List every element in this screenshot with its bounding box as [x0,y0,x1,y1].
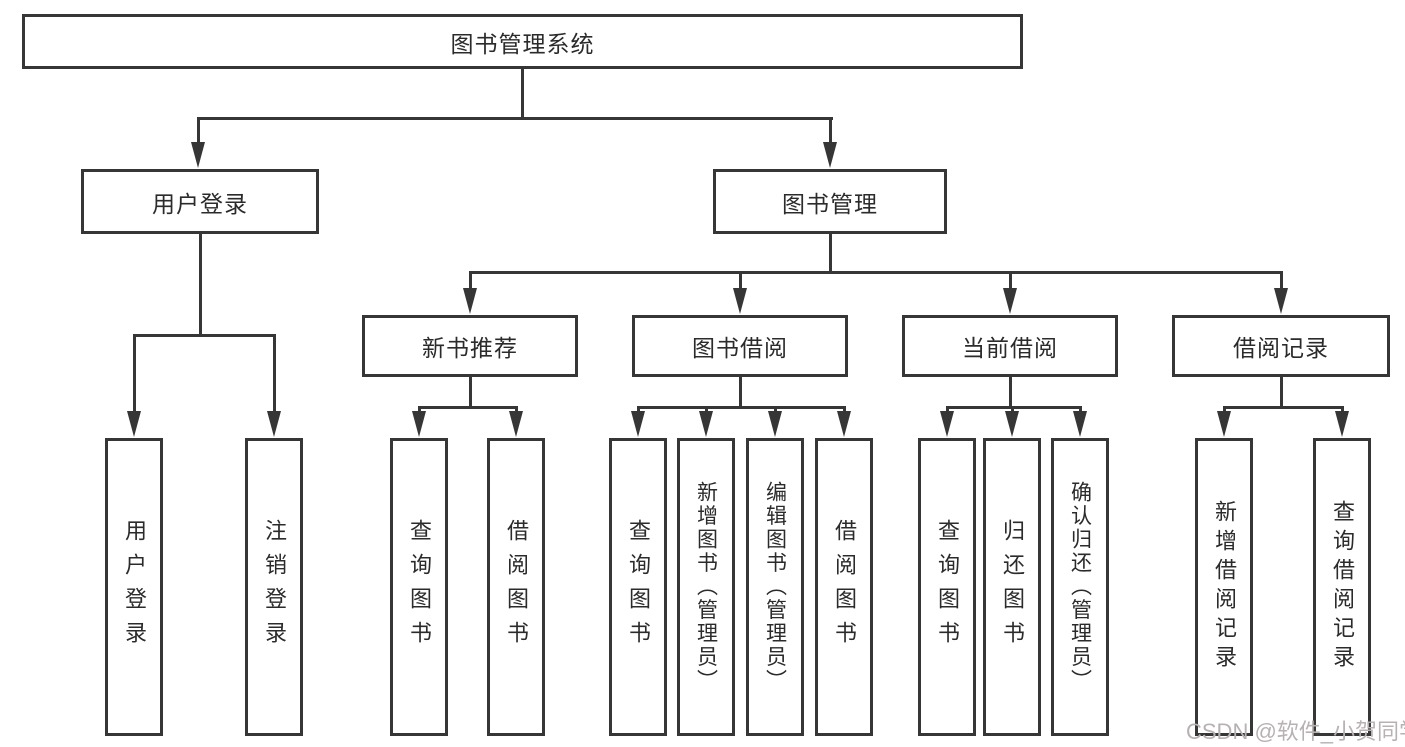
arrowhead-login-leaf [127,411,141,437]
arrowhead-records [1274,288,1288,314]
node-label: 查询图书 [407,518,432,656]
node-new-book-recommend: 新书推荐 [362,315,578,377]
node-leaf-query-borrow-record: 查询借阅记录 [1313,438,1371,736]
node-leaf-borrow-books-recommend: 借阅图书 [487,438,545,736]
arrowhead-leaf [412,411,426,437]
connector-level3-bus [469,271,1283,274]
arrowhead-borrow [733,288,747,314]
connector-current-trunk [1009,377,1012,409]
node-label: 用户登录 [122,518,147,656]
node-label: 查询图书 [626,518,651,656]
node-leaf-add-borrow-record: 新增借阅记录 [1195,438,1253,736]
connector-level2-bus [197,117,833,120]
arrowhead-leaf [768,411,782,437]
connector-drop-records [1280,271,1283,291]
node-label: 新增图书（管理员） [694,481,718,693]
node-label: 借阅图书 [832,518,857,656]
node-leaf-logout: 注销登录 [245,438,303,736]
node-leaf-return-books: 归还图书 [983,438,1041,736]
arrowhead-leaf [1073,411,1087,437]
arrowhead-leaf [1217,411,1231,437]
node-label: 新书推荐 [422,335,518,361]
arrowhead-leaf [509,411,523,437]
node-label: 用户登录 [152,190,248,217]
connector-borrow-trunk [739,377,742,409]
node-label: 确认归还（管理员） [1068,481,1092,693]
node-current-borrow: 当前借阅 [902,315,1118,377]
arrowhead-user-login [191,142,205,168]
node-leaf-query-books-recommend: 查询图书 [390,438,448,736]
node-label: 查询图书 [935,518,960,656]
connector-current-bus [946,406,1082,409]
node-label: 查询借阅记录 [1330,499,1355,675]
arrowhead-leaf [631,411,645,437]
arrowhead-book-mgmt [823,142,837,168]
connector-recommend-trunk [469,377,472,409]
connector-drop-login-leaf [133,334,136,414]
node-label: 注销登录 [262,518,287,656]
node-leaf-query-books-borrow: 查询图书 [609,438,667,736]
node-label: 归还图书 [1000,518,1025,656]
arrowhead-leaf [1335,411,1349,437]
node-user-login: 用户登录 [81,169,319,234]
connector-drop-recommend [469,271,472,291]
connector-recommend-bus [418,406,518,409]
node-label: 借阅记录 [1233,335,1329,361]
connector-user-login-trunk [199,234,202,337]
arrowhead-logout-leaf [267,411,281,437]
node-label: 编辑图书（管理员） [763,481,787,693]
arrowhead-current [1003,288,1017,314]
node-label: 新增借阅记录 [1212,499,1237,675]
connector-drop-user-login [197,117,200,145]
csdn-watermark: CSDN @软件_小贺同学 [1186,719,1405,744]
arrowhead-leaf [1005,411,1019,437]
node-label: 当前借阅 [962,335,1058,361]
arrowhead-leaf [940,411,954,437]
arrowhead-leaf [699,411,713,437]
node-library-management-system: 图书管理系统 [22,14,1023,69]
node-leaf-user-login: 用户登录 [105,438,163,736]
connector-book-mgmt-trunk [829,234,832,274]
connector-records-bus [1223,406,1344,409]
node-leaf-add-book-admin: 新增图书（管理员） [677,438,735,736]
connector-borrow-bus [637,406,846,409]
node-label: 借阅图书 [504,518,529,656]
connector-drop-logout-leaf [273,334,276,414]
connector-user-login-bus [133,334,275,337]
arrowhead-leaf [837,411,851,437]
node-label: 图书借阅 [692,335,788,361]
node-leaf-borrow-books: 借阅图书 [815,438,873,736]
node-leaf-confirm-return-admin: 确认归还（管理员） [1051,438,1109,736]
node-leaf-query-books-current: 查询图书 [918,438,976,736]
node-book-management: 图书管理 [713,169,947,234]
connector-root-trunk [521,69,524,119]
node-leaf-edit-book-admin: 编辑图书（管理员） [746,438,804,736]
connector-records-trunk [1280,377,1283,409]
connector-drop-book-mgmt [829,117,832,145]
arrowhead-recommend [463,288,477,314]
node-borrow-records: 借阅记录 [1172,315,1390,377]
connector-drop-borrow [739,271,742,291]
node-label: 图书管理系统 [450,30,595,57]
node-label: 图书管理 [782,190,878,217]
node-book-borrow: 图书借阅 [632,315,848,377]
connector-drop-current [1009,271,1012,291]
